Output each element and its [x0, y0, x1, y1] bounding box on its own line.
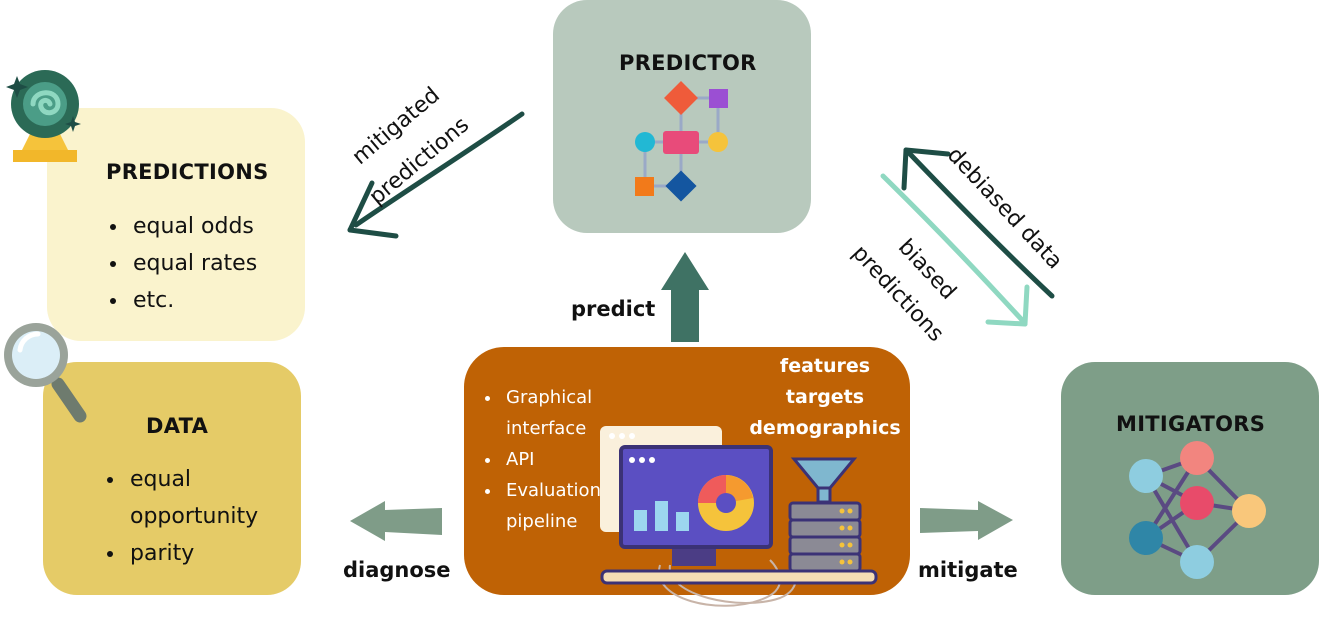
mitigate-label: mitigate [918, 558, 1018, 582]
predictions-list: equal odds equal rates etc. [103, 208, 257, 319]
diagnose-arrow [350, 501, 442, 541]
diagnose-label: diagnose [343, 558, 451, 582]
list-item: API [502, 444, 601, 475]
list-item-line: Evaluation [506, 480, 601, 501]
mitigators-title: MITIGATORS [1116, 412, 1266, 436]
list-item-line: opportunity [130, 504, 259, 529]
data-list: equal opportunity parity [100, 461, 258, 572]
predictor-title: PREDICTOR [619, 51, 757, 75]
biased-predictions-arrow [880, 173, 1030, 327]
predict-arrow [661, 252, 709, 342]
predict-label: predict [571, 297, 656, 321]
center-tags: features targets demographics [742, 351, 908, 444]
list-item: equal rates [129, 245, 257, 282]
tag-targets: targets [785, 386, 865, 408]
computer-illustration [600, 426, 878, 607]
list-item-line: pipeline [506, 511, 578, 532]
tag-features: features [779, 355, 871, 377]
magnifier-icon [4, 323, 87, 423]
predictions-title: PREDICTIONS [106, 160, 269, 184]
data-box [43, 362, 301, 595]
list-item-line: interface [506, 418, 587, 439]
list-item: parity [126, 535, 258, 572]
list-item: equal odds [129, 208, 257, 245]
data-title: DATA [146, 414, 209, 438]
network-nodes [1129, 441, 1266, 579]
list-item-line: Graphical [506, 387, 593, 408]
tag-demographics: demographics [749, 417, 901, 439]
list-item: etc. [129, 282, 257, 319]
predictions-box [47, 108, 305, 341]
list-item: Graphical interface [502, 382, 601, 444]
mitigate-arrow [920, 501, 1013, 540]
crystal-ball-icon [6, 70, 81, 162]
list-item: equal opportunity [126, 461, 258, 535]
center-list: Graphical interface API Evaluation pipel… [478, 382, 601, 537]
mitigated-predictions-arrow [347, 111, 525, 239]
list-item-line: equal [130, 467, 192, 492]
list-item: Evaluation pipeline [502, 475, 601, 537]
debiased-data-arrow [901, 147, 1055, 299]
flowchart-icon [635, 81, 728, 202]
